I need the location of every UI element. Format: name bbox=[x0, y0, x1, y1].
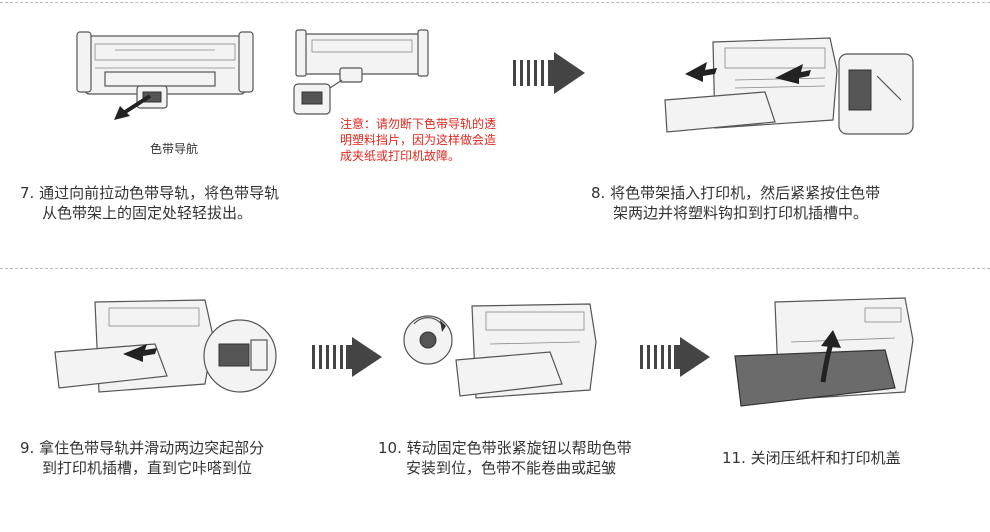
printer-slide-guide-illustration bbox=[54, 299, 277, 393]
ribbon-guide-label: 色带导航 bbox=[150, 142, 199, 156]
printer-close-cover-illustration bbox=[734, 297, 914, 407]
step11-caption: 11. 关闭压纸杆和打印机盖 bbox=[722, 448, 901, 468]
step11-line-1: 11. 关闭压纸杆和打印机盖 bbox=[722, 449, 901, 467]
ribbon-knob-illustration bbox=[403, 303, 597, 399]
top-divider bbox=[0, 2, 990, 3]
next-step-arrow-icon bbox=[640, 337, 710, 377]
step10-line-1: 10. 转动固定色带张紧旋钮以帮助色带 bbox=[378, 439, 632, 457]
warning-line-1: 注意：请勿断下色带导轨的透 bbox=[340, 117, 497, 131]
next-step-arrow-icon bbox=[513, 52, 585, 94]
step10-line-2: 安装到位，色带不能卷曲或起皱 bbox=[406, 459, 617, 477]
step7-line-1: 7. 通过向前拉动色带导轨，将色带导轨 bbox=[20, 184, 280, 202]
warning-line-3: 成夹纸或打印机故障。 bbox=[340, 149, 461, 163]
step9-line-2: 到打印机插槽，直到它咔嗒到位 bbox=[42, 459, 253, 477]
step7-line-2: 从色带架上的固定处轻轻拔出。 bbox=[42, 204, 253, 222]
warning-line-2: 明塑料挡片，因为这样做会造 bbox=[340, 133, 497, 147]
step9-caption: 9. 拿住色带导轨并滑动两边突起部分 到打印机插槽，直到它咔嗒到位 bbox=[20, 438, 264, 478]
middle-divider bbox=[0, 268, 990, 269]
step8-line-2: 架两边并将塑料钩扣到打印机插槽中。 bbox=[613, 204, 869, 222]
ribbon-guide-detail-illustration bbox=[293, 29, 429, 115]
next-step-arrow-icon bbox=[312, 337, 382, 377]
warning-note: 注意：请勿断下色带导轨的透 明塑料挡片，因为这样做会造 成夹纸或打印机故障。 bbox=[340, 116, 496, 164]
step7-caption: 7. 通过向前拉动色带导轨，将色带导轨 从色带架上的固定处轻轻拔出。 bbox=[20, 183, 279, 223]
pull-arrow-icon bbox=[114, 94, 152, 120]
step8-caption: 8. 将色带架插入打印机，然后紧紧按住色带 架两边并将塑料钩扣到打印机插槽中。 bbox=[591, 183, 880, 223]
step9-line-1: 9. 拿住色带导轨并滑动两边突起部分 bbox=[20, 439, 265, 457]
step10-caption: 10. 转动固定色带张紧旋钮以帮助色带 安装到位，色带不能卷曲或起皱 bbox=[378, 438, 632, 478]
step8-line-1: 8. 将色带架插入打印机，然后紧紧按住色带 bbox=[591, 184, 881, 202]
ribbon-cartridge-illustration bbox=[76, 31, 254, 109]
printer-insert-illustration bbox=[664, 37, 914, 135]
